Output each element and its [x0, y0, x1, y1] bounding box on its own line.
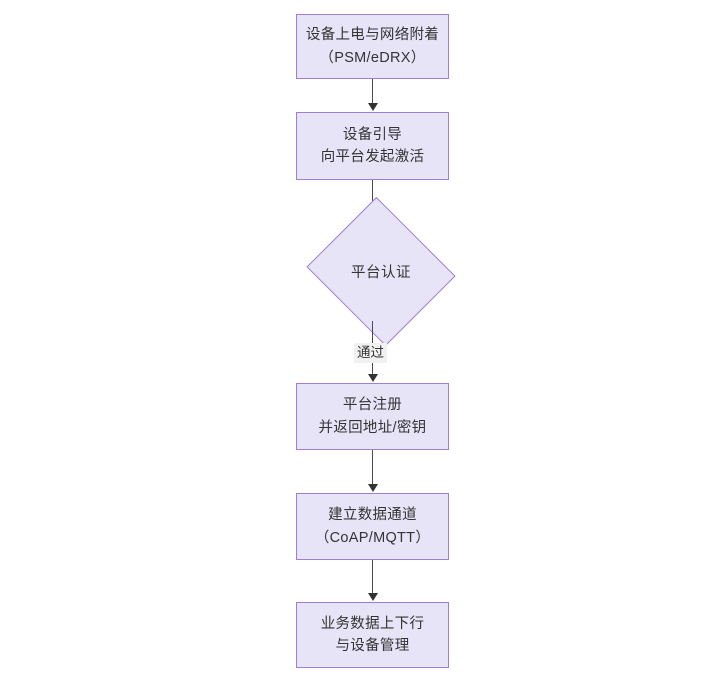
arrowhead-n5-n6 — [368, 593, 378, 601]
node-business-data[interactable]: 业务数据上下行 与设备管理 — [296, 602, 449, 668]
node-line: 与设备管理 — [335, 638, 410, 654]
node-line: 设备上电与网络附着 — [305, 27, 440, 44]
edge-label-pass: 通过 — [354, 343, 387, 363]
arrowhead-n3-n4 — [368, 374, 378, 382]
node-line: 设备引导 — [342, 126, 403, 143]
node-line: 平台注册 — [342, 397, 403, 414]
node-data-channel[interactable]: 建立数据通道 （CoAP/MQTT） — [296, 493, 449, 560]
node-line: 业务数据上下行 — [320, 615, 425, 632]
node-device-bootstrap[interactable]: 设备引导 向平台发起激活 — [296, 112, 449, 180]
node-line: 向平台发起激活 — [320, 149, 425, 165]
connector-n4-n5 — [372, 450, 373, 485]
connector-n5-n6 — [372, 560, 373, 594]
node-line: 并返回地址/密钥 — [318, 419, 427, 436]
node-platform-authentication[interactable]: 平台认证 — [306, 196, 456, 347]
arrowhead-n1-n2 — [368, 103, 378, 111]
arrowhead-n4-n5 — [368, 484, 378, 492]
connector-n1-n2 — [372, 79, 373, 105]
node-line: （PSM/eDRX） — [319, 49, 426, 66]
node-line: 建立数据通道 — [328, 507, 417, 524]
node-device-power-on[interactable]: 设备上电与网络附着 （PSM/eDRX） — [296, 14, 449, 79]
node-platform-registration[interactable]: 平台注册 并返回地址/密钥 — [296, 383, 449, 450]
connector-n2-n3 — [372, 180, 373, 214]
node-line: （CoAP/MQTT） — [314, 529, 431, 546]
node-line: 平台认证 — [351, 265, 411, 281]
